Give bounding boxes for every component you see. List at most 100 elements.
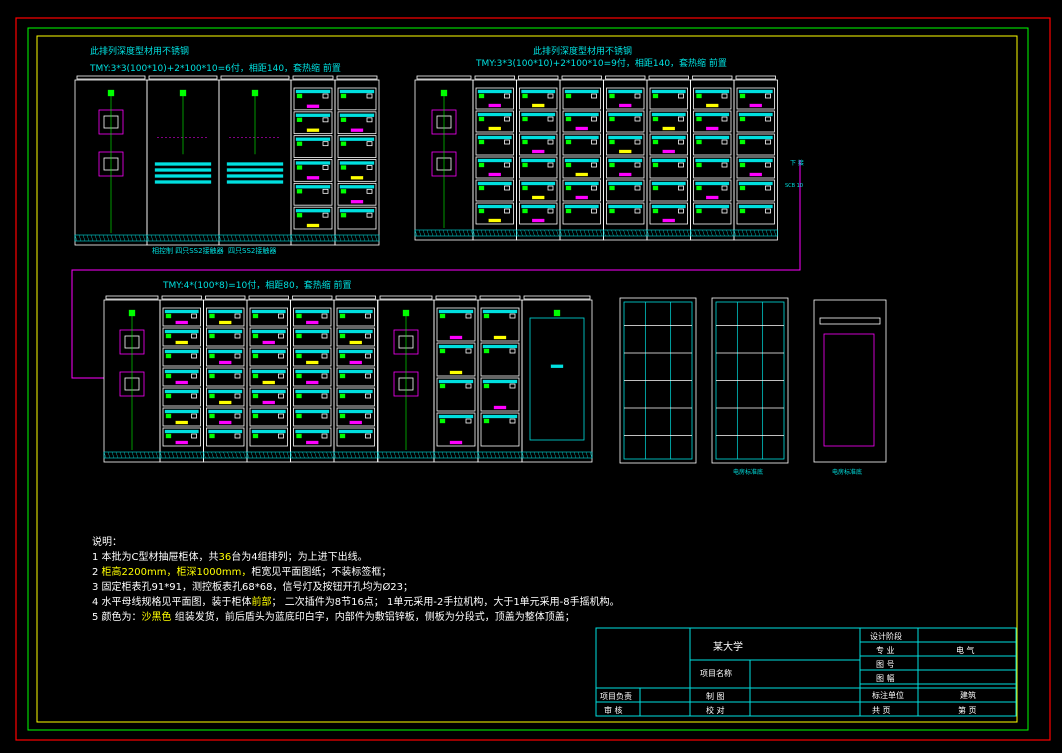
tb-project-lead: 项目负责 [600, 692, 632, 701]
base-hatch [476, 229, 480, 237]
drawer-unit [693, 202, 732, 225]
base-hatch [175, 451, 179, 459]
base-hatch [377, 451, 381, 459]
base-hatch [682, 229, 686, 237]
base-hatch [127, 451, 131, 459]
drawer-tag [262, 400, 275, 405]
base-hatch [358, 234, 362, 242]
drawer-unit [693, 156, 732, 179]
base-hatch [385, 451, 389, 459]
drawer-handle-bar [295, 113, 331, 117]
drawer-handle-bar [338, 329, 373, 334]
base-hatch [282, 451, 286, 459]
drawer-unit [562, 202, 601, 225]
base-hatch [146, 234, 150, 242]
drawer-indicator [209, 433, 215, 439]
drawer-indicator [296, 93, 303, 99]
drawer-indicator [165, 413, 172, 419]
drawer-handle-bar [477, 112, 512, 117]
base-hatch [524, 229, 527, 237]
base-hatch [422, 229, 426, 237]
drawer-handle-bar [564, 204, 599, 209]
drawer-switch [191, 413, 197, 419]
cabinet-top [248, 295, 289, 300]
base-hatch [215, 451, 218, 459]
base-hatch [496, 229, 500, 237]
drawer-handle-bar [251, 409, 286, 414]
base-hatch [465, 451, 469, 459]
drawer-indicator [165, 333, 172, 339]
base-hatch [517, 451, 521, 459]
drawer-handle-bar [738, 135, 773, 140]
base-hatch [326, 234, 330, 242]
base-hatch [143, 451, 147, 459]
base-hatch [138, 234, 142, 242]
base-hatch [114, 234, 118, 242]
drawer-indicator [478, 116, 485, 122]
base-hatch [203, 451, 206, 459]
base-hatch [749, 229, 753, 237]
drawer-indicator [252, 353, 259, 359]
drawer-tag [493, 335, 507, 340]
notes-block: 说明： 1 本批为C型材抽屉柜体，共36台为4组排列；为上进下出线。 2 柜高2… [92, 535, 620, 625]
drawer-indicator [339, 353, 346, 359]
drawer-switch [504, 93, 510, 99]
tb-sheet-no: 第 页 [958, 706, 977, 715]
base-hatch [174, 234, 178, 242]
drawer-handle-bar [521, 112, 556, 117]
drawer-indicator [340, 165, 347, 170]
base-hatch [484, 229, 488, 237]
base-hatch [357, 451, 361, 459]
base-hatch [529, 451, 533, 459]
drawer-switch [721, 162, 728, 168]
base-hatch [107, 451, 111, 459]
base-hatch [227, 451, 230, 459]
side-label-1: 电房标准底 [733, 469, 764, 476]
base-hatch [366, 234, 370, 242]
base-hatch [218, 234, 222, 242]
cabinet-top [335, 295, 376, 300]
base-hatch [230, 234, 234, 242]
base-hatch [577, 451, 581, 459]
drawer-unit [293, 87, 333, 111]
base-hatch [537, 451, 541, 459]
base-hatch [151, 451, 155, 459]
base-hatch [457, 451, 461, 459]
drawer-indicator [296, 333, 302, 339]
drawer-unit [162, 387, 201, 407]
cabinet-base [334, 234, 380, 242]
drawer-switch [591, 139, 597, 145]
drawer-unit [736, 179, 775, 202]
drawer-handle-bar [208, 329, 243, 334]
base-hatch [549, 451, 553, 459]
drawer-unit [562, 110, 601, 133]
drawer-unit [519, 110, 558, 133]
drawer-switch [321, 413, 328, 419]
drawer-tag [262, 380, 275, 385]
drawer-unit [475, 133, 514, 156]
drawer-tag [532, 149, 545, 154]
drawer-switch [191, 433, 197, 439]
base-hatch [650, 229, 654, 237]
base-hatch [575, 229, 579, 237]
drawer-handle-bar [738, 158, 773, 163]
drawer-indicator [340, 117, 347, 122]
drawer-handle-bar [608, 158, 643, 163]
drawer-handle-bar [651, 89, 686, 94]
drawer-unit [562, 179, 601, 202]
drawer-handle-bar [651, 135, 686, 140]
base-hatch [195, 451, 199, 459]
drawer-switch [591, 93, 597, 99]
drawer-indicator [478, 93, 485, 99]
base-hatch [409, 451, 413, 459]
side-view-frame [711, 297, 789, 464]
base-hatch [361, 451, 365, 459]
drawer-indicator [696, 208, 702, 214]
drawer-unit [336, 367, 375, 387]
base-hatch [139, 451, 143, 459]
base-hatch [90, 234, 94, 242]
base-hatch [310, 451, 313, 459]
drawer-indicator [522, 185, 528, 191]
drawer-handle-bar [164, 349, 199, 354]
drawer-switch [509, 418, 516, 424]
